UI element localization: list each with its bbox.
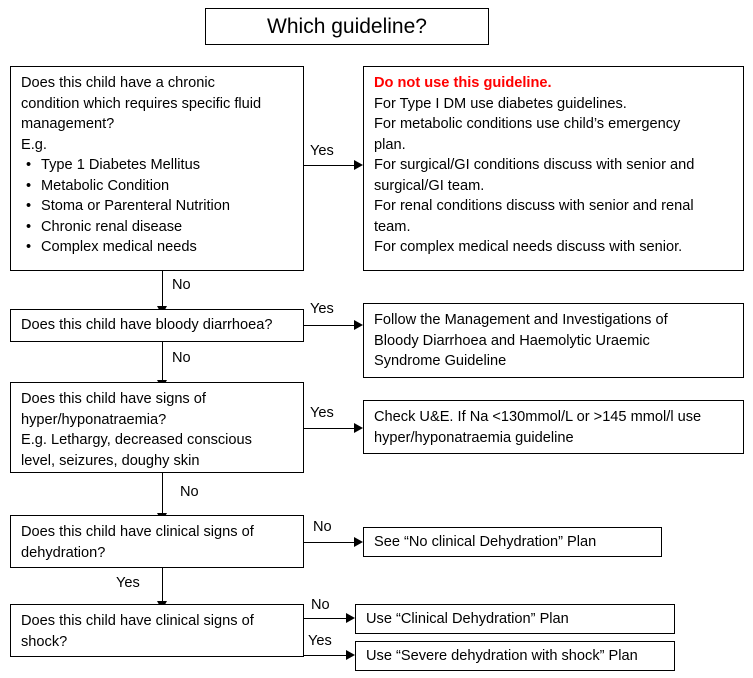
edge-dehydration-no-line bbox=[304, 542, 355, 543]
natraemia-result-line-1: Check U&E. If Na <130mmol/L or >145 mmol… bbox=[374, 409, 702, 425]
node-shock-yes-result: Use “Severe dehydration with shock” Plan bbox=[355, 641, 675, 671]
warning-text: Do not use this guideline. bbox=[374, 75, 552, 91]
edge-natraemia-yes-arrow bbox=[354, 423, 363, 433]
do-not-use-line-5: surgical/GI team. bbox=[374, 177, 485, 194]
edge-shock-no-arrow bbox=[346, 613, 355, 623]
do-not-use-line-4: For surgical/GI conditions discuss with … bbox=[374, 157, 695, 173]
page-title: Which guideline? bbox=[205, 8, 489, 45]
node-shock-no-result: Use “Clinical Dehydration” Plan bbox=[355, 604, 675, 634]
edge-natraemia-no-line bbox=[162, 473, 163, 515]
do-not-use-line-8: For complex medical needs discuss with s… bbox=[374, 239, 683, 255]
edge-chronic-yes-line bbox=[304, 165, 355, 166]
edge-label-chronic-no: No bbox=[172, 277, 191, 293]
node-chronic-condition: Does this child have a chronic condition… bbox=[10, 66, 304, 271]
edge-label-natraemia-no: No bbox=[180, 484, 199, 500]
edge-label-diarrhoea-yes: Yes bbox=[310, 301, 334, 317]
edge-label-dehydration-yes: Yes bbox=[116, 575, 140, 591]
edge-label-shock-yes: Yes bbox=[308, 633, 332, 649]
edge-label-chronic-yes: Yes bbox=[310, 143, 334, 159]
edge-shock-no-line bbox=[304, 618, 347, 619]
dehydration-line-1: Does this child have clinical signs of bbox=[21, 524, 254, 540]
natraemia-result-line-2: hyper/hyponatraemia guideline bbox=[374, 429, 574, 446]
dehydration-result-line-1: See “No clinical Dehydration” Plan bbox=[374, 533, 597, 550]
shock-no-result-line-1: Use “Clinical Dehydration” Plan bbox=[366, 610, 569, 627]
shock-line-1: Does this child have clinical signs of bbox=[21, 613, 254, 629]
list-item: Complex medical needs bbox=[21, 237, 294, 258]
edge-diarrhoea-yes-arrow bbox=[354, 320, 363, 330]
edge-diarrhoea-yes-line bbox=[304, 325, 355, 326]
edge-dehydration-yes-line bbox=[162, 568, 163, 603]
edge-chronic-no-line bbox=[162, 271, 163, 308]
bloody-result-line-1: Follow the Management and Investigations… bbox=[374, 312, 668, 328]
node-bloody-diarrhoea: Does this child have bloody diarrhoea? bbox=[10, 309, 304, 342]
page-title-text: Which guideline? bbox=[267, 14, 427, 38]
node-shock: Does this child have clinical signs of s… bbox=[10, 604, 304, 657]
edge-natraemia-yes-line bbox=[304, 428, 355, 429]
do-not-use-line-7: team. bbox=[374, 218, 411, 235]
list-item: Type 1 Diabetes Mellitus bbox=[21, 155, 294, 176]
natraemia-line-3: E.g. Lethargy, decreased conscious bbox=[21, 432, 252, 448]
edge-label-dehydration-no: No bbox=[313, 519, 332, 535]
node-natraemia: Does this child have signs of hyper/hypo… bbox=[10, 382, 304, 473]
do-not-use-line-1: For Type I DM use diabetes guidelines. bbox=[374, 95, 627, 112]
edge-label-diarrhoea-no: No bbox=[172, 350, 191, 366]
list-item: Chronic renal disease bbox=[21, 217, 294, 238]
natraemia-line-1: Does this child have signs of bbox=[21, 391, 206, 407]
edge-dehydration-no-arrow bbox=[354, 537, 363, 547]
bloody-result-line-2: Bloody Diarrhoea and Haemolytic Uraemic bbox=[374, 332, 650, 349]
edge-shock-yes-line bbox=[304, 655, 347, 656]
edge-shock-yes-arrow bbox=[346, 650, 355, 660]
bloody-diarrhoea-line-1: Does this child have bloody diarrhoea? bbox=[21, 317, 273, 334]
shock-line-2: shock? bbox=[21, 633, 68, 650]
bloody-result-line-3: Syndrome Guideline bbox=[374, 353, 507, 369]
chronic-question-line-2: condition which requires specific fluid bbox=[21, 95, 262, 112]
edge-diarrhoea-no-line bbox=[162, 342, 163, 382]
edge-label-natraemia-yes: Yes bbox=[310, 405, 334, 421]
chronic-question-line-3: management? bbox=[21, 116, 115, 132]
natraemia-line-2: hyper/hyponatraemia? bbox=[21, 411, 167, 428]
node-dehydration-result: See “No clinical Dehydration” Plan bbox=[363, 527, 662, 557]
chronic-condition-list: Type 1 Diabetes Mellitus Metabolic Condi… bbox=[21, 155, 294, 258]
chronic-question-line-1: Does this child have a chronic bbox=[21, 75, 215, 91]
natraemia-line-4: level, seizures, doughy skin bbox=[21, 452, 200, 469]
dehydration-line-2: dehydration? bbox=[21, 544, 106, 561]
chronic-question-line-4: E.g. bbox=[21, 136, 47, 153]
node-dehydration: Does this child have clinical signs of d… bbox=[10, 515, 304, 568]
edge-label-shock-no: No bbox=[311, 597, 330, 613]
shock-yes-result-line-1: Use “Severe dehydration with shock” Plan bbox=[366, 647, 638, 664]
node-natraemia-result: Check U&E. If Na <130mmol/L or >145 mmol… bbox=[363, 400, 744, 454]
do-not-use-line-6: For renal conditions discuss with senior… bbox=[374, 198, 694, 214]
do-not-use-line-2: For metabolic conditions use child’s eme… bbox=[374, 116, 681, 132]
edge-chronic-yes-arrow bbox=[354, 160, 363, 170]
do-not-use-line-3: plan. bbox=[374, 136, 406, 153]
node-bloody-diarrhoea-result: Follow the Management and Investigations… bbox=[363, 303, 744, 378]
list-item: Stoma or Parenteral Nutrition bbox=[21, 196, 294, 217]
list-item: Metabolic Condition bbox=[21, 176, 294, 197]
node-do-not-use-guideline: Do not use this guideline. For Type I DM… bbox=[363, 66, 744, 271]
